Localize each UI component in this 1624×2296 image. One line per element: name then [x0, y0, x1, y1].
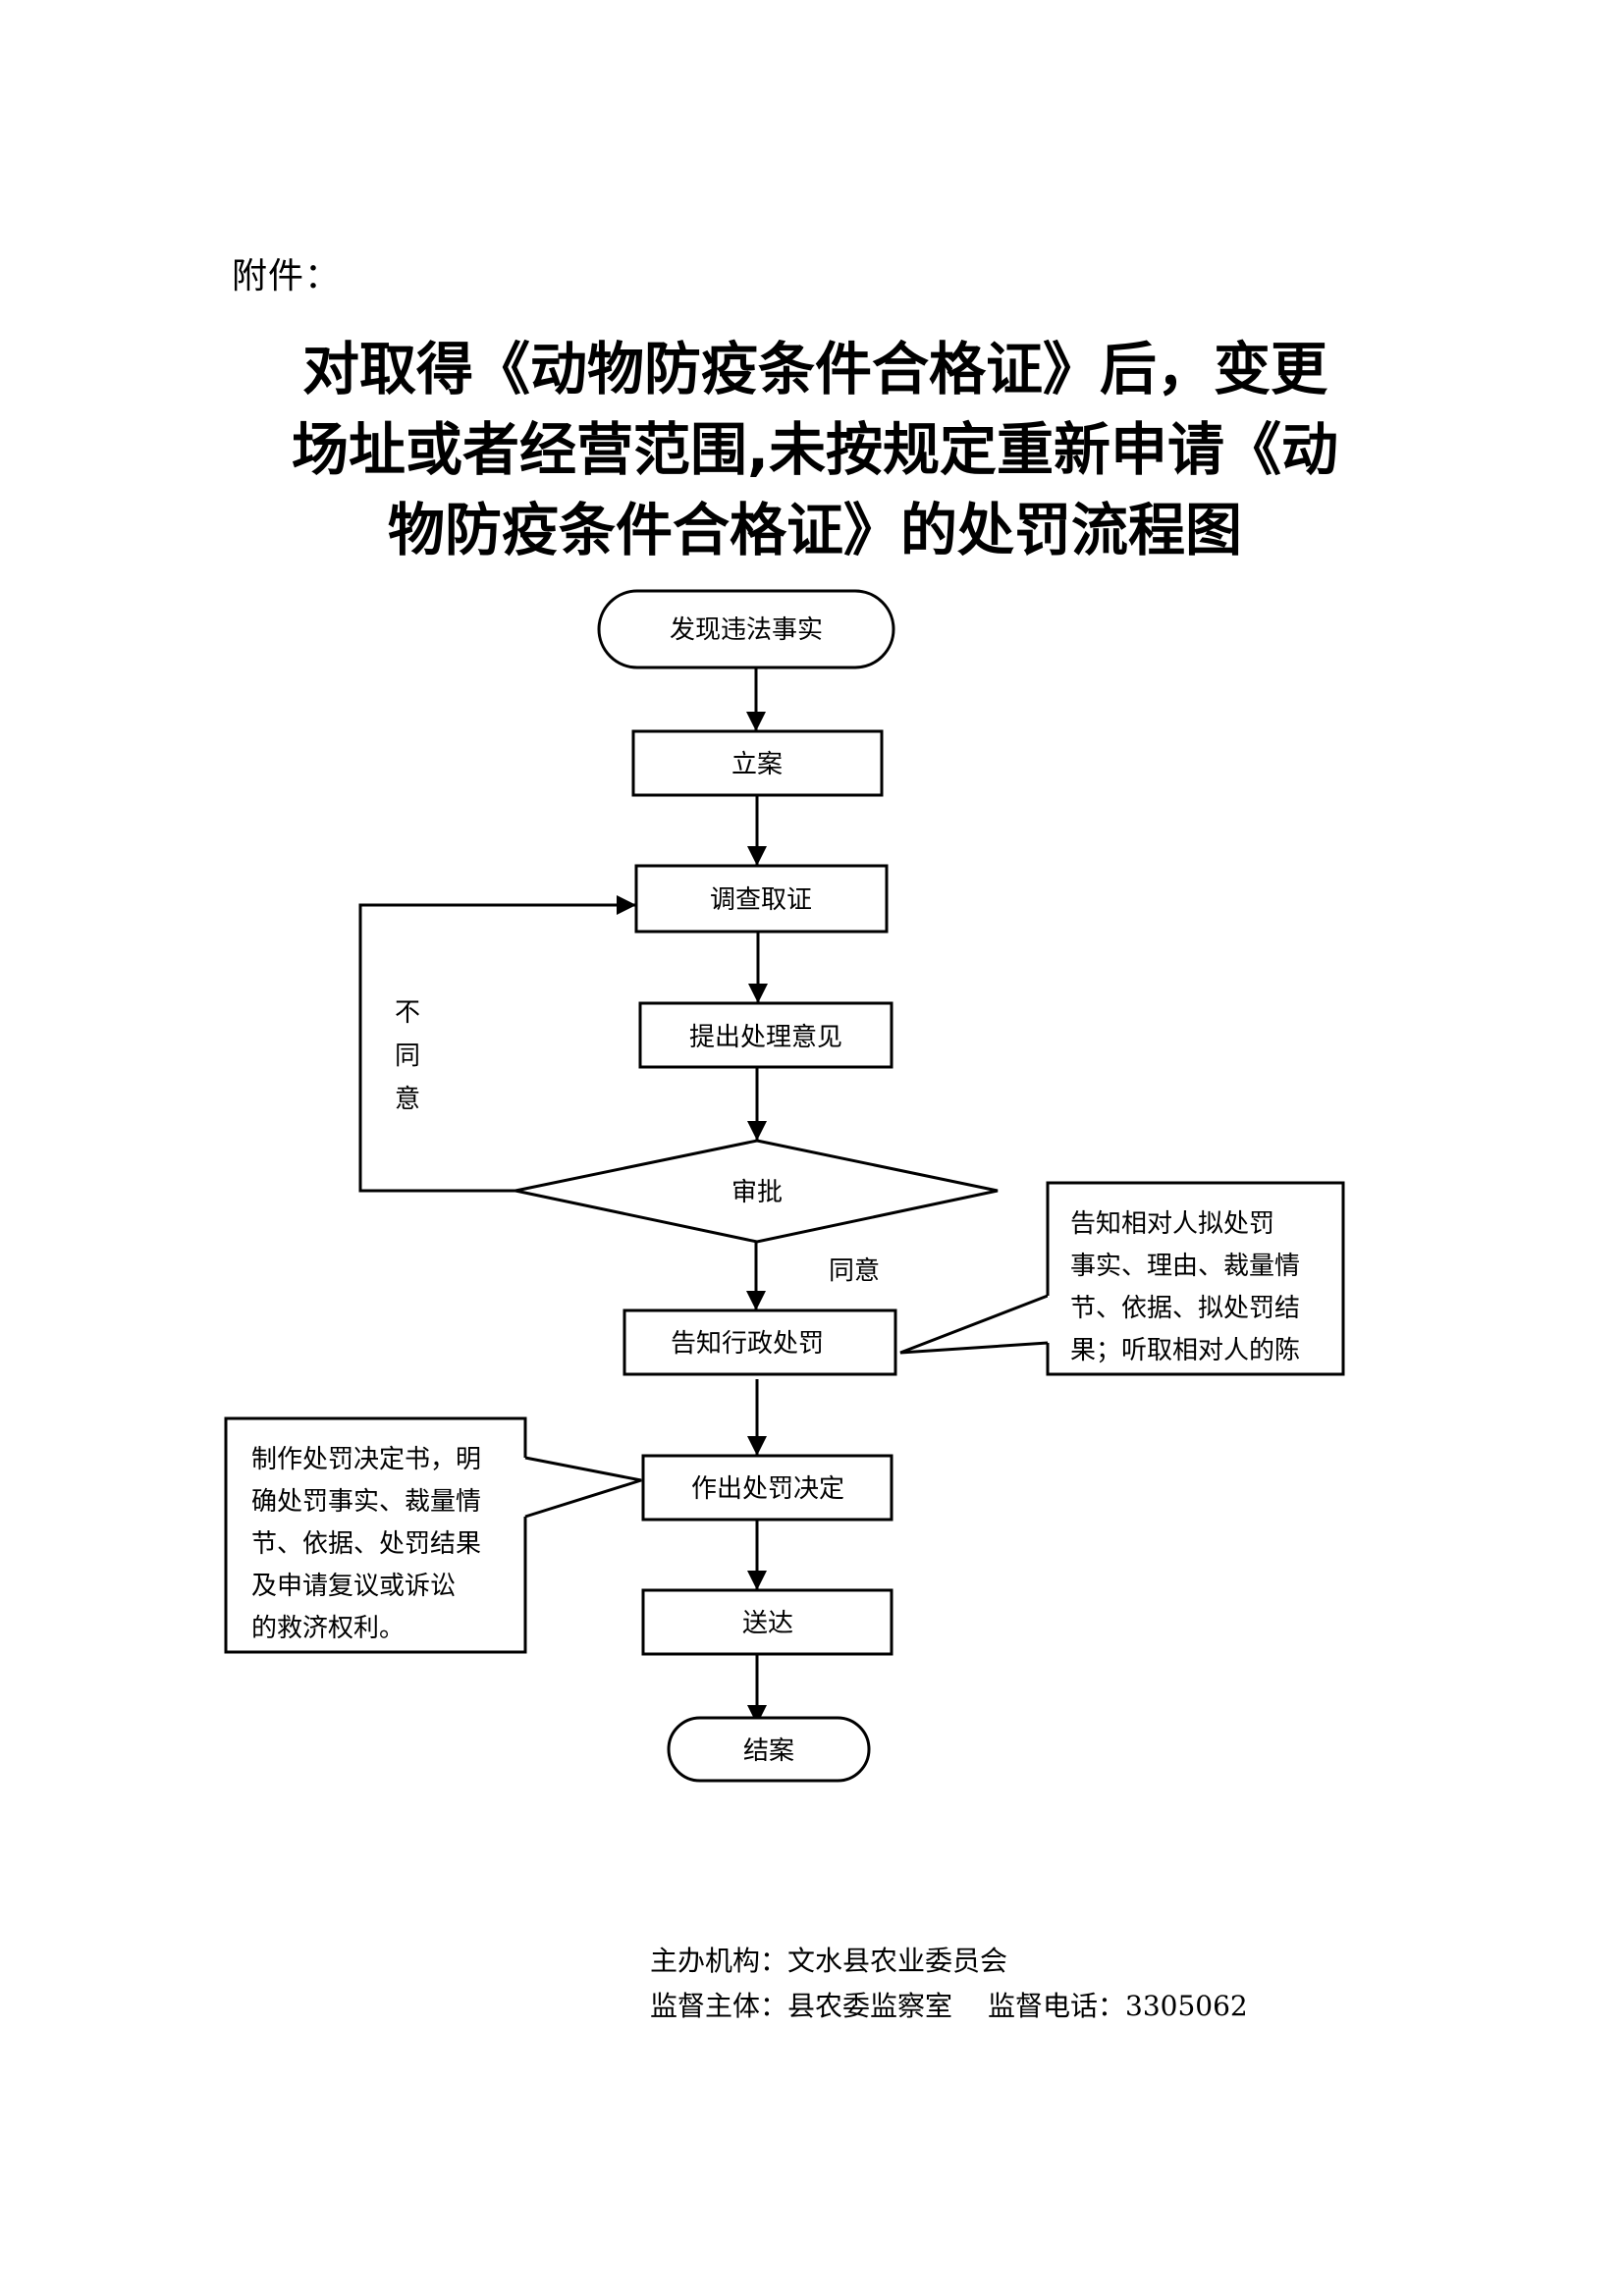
node-file-case: 立案 [631, 729, 884, 797]
node-file-case-label: 立案 [731, 750, 783, 779]
footer-organizer-row: 主办机构：文水县农业委员会 [650, 1939, 1248, 1984]
callout-notify-line-1: 告知相对人拟处罚 [1070, 1209, 1274, 1239]
node-close-label: 结案 [743, 1736, 794, 1766]
title-line-1: 对取得《动物防疫条件合格证》后，变更 [301, 336, 1327, 402]
node-approve: 审批 [514, 1139, 999, 1244]
node-start: 发现违法事实 [597, 589, 895, 669]
callout-decide-line-2: 确处罚事实、裁量情 [251, 1487, 481, 1517]
title-line-2: 场址或者经营范围,未按规定重新申请《动 [291, 416, 1339, 483]
node-notify-label: 告知行政处罚 [671, 1329, 824, 1359]
reject-label-char-1: 不 [395, 998, 420, 1028]
node-deliver-label: 送达 [742, 1609, 793, 1638]
supervisor-label: 监督主体： [650, 1990, 788, 2022]
phone-label: 监督电话： [988, 1990, 1126, 2022]
node-deliver: 送达 [641, 1588, 893, 1656]
agree-label: 同意 [829, 1256, 880, 1286]
arrow-reject-loop [358, 895, 636, 1193]
organizer-value: 文水县农业委员会 [787, 1945, 1008, 1977]
node-propose: 提出处理意见 [638, 1001, 893, 1069]
node-close: 结案 [667, 1716, 871, 1783]
callout-decide: 制作处罚决定书，明 确处罚事实、裁量情 节、依据、处罚结果 及申请复议或诉讼 的… [224, 1416, 642, 1654]
callout-notify-line-2: 事实、理由、裁量情 [1070, 1252, 1300, 1281]
phone-value: 3305062 [1125, 1990, 1248, 2022]
callout-notify-line-3: 节、依据、拟处罚结 [1070, 1294, 1300, 1323]
footer-supervisor-row: 监督主体：县农委监察室 监督电话：3305062 [650, 1984, 1248, 2029]
reject-label-char-2: 同 [395, 1041, 420, 1071]
organizer-label: 主办机构： [650, 1945, 788, 1977]
supervisor-value: 县农委监察室 [787, 1990, 953, 2022]
node-approve-label: 审批 [731, 1178, 783, 1207]
node-propose-label: 提出处理意见 [689, 1023, 842, 1052]
callout-notify: 告知相对人拟处罚 事实、理由、裁量情 节、依据、拟处罚结 果；听取相对人的陈 [899, 1181, 1345, 1376]
node-notify: 告知行政处罚 [623, 1308, 897, 1376]
footer: 主办机构：文水县农业委员会 监督主体：县农委监察室 监督电话：3305062 [650, 1939, 1248, 2029]
node-decide: 作出处罚决定 [641, 1454, 893, 1522]
document-title: 对取得《动物防疫条件合格证》后，变更 场址或者经营范围,未按规定重新申请《动 物… [226, 329, 1404, 570]
callout-decide-line-1: 制作处罚决定书，明 [251, 1445, 481, 1474]
callout-decide-line-4: 及申请复议或诉讼 [251, 1572, 456, 1601]
node-investigate: 调查取证 [634, 864, 889, 934]
title-line-3: 物防疫条件合格证》的处罚流程图 [387, 497, 1242, 563]
node-decide-label: 作出处罚决定 [691, 1474, 844, 1504]
reject-label-char-3: 意 [395, 1085, 420, 1114]
attachment-label: 附件： [232, 256, 342, 296]
callout-decide-line-3: 节、依据、处罚结果 [251, 1529, 481, 1559]
callout-decide-line-5: 的救济权利。 [251, 1614, 405, 1643]
node-start-label: 发现违法事实 [670, 615, 823, 645]
node-investigate-label: 调查取证 [710, 885, 812, 915]
callout-notify-line-4: 果；听取相对人的陈 [1070, 1336, 1300, 1365]
